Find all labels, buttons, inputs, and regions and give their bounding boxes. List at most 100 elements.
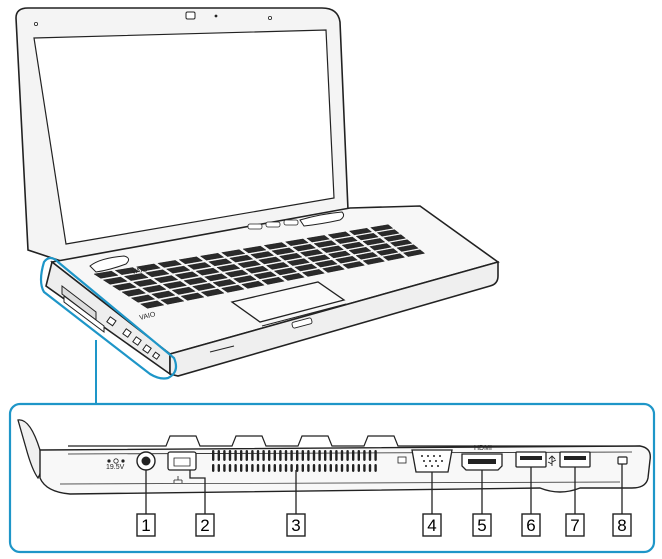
vent-slat [312,464,316,472]
vent-slat [217,464,220,472]
vent-slat [296,450,299,461]
keyboard-key [341,241,365,250]
keyboard-key [232,275,257,283]
laptop-screen [33,29,335,245]
webcam-light [214,14,218,18]
keyboard-key [327,231,351,239]
keyboard-key [121,288,147,297]
vent-slat [240,450,243,461]
keyboard-key [301,269,325,277]
keyboard-key [224,269,249,278]
vent-slat [329,450,332,461]
callout-box-4 [422,513,442,537]
keyboard-key [314,259,338,268]
keyboard-key [294,263,318,272]
vent-slat [212,464,215,472]
speaker-left [89,255,130,273]
keyboard-key [151,290,176,299]
keyboard-key [132,279,158,287]
keyboard-key [307,254,331,262]
keyboard-key [166,265,191,274]
vent-slat [284,464,288,472]
vent-slat [368,450,372,461]
vent-slat [256,450,260,461]
vent-slat [284,450,288,461]
vent-slat [329,464,332,472]
keyboard-key [140,300,165,309]
keyboard-key [200,288,225,297]
keyboard-key [245,265,269,274]
keyboard-key [178,256,204,265]
vent-slat [234,450,237,461]
keyboard-key [261,276,285,285]
keyboard-key [299,249,324,257]
vent-slat [301,464,304,472]
keyboard-key [229,254,254,263]
monitor-icon [397,456,407,464]
vent-slat [217,450,220,461]
vent-slat [234,464,237,472]
keyboard-key [313,240,337,248]
laptop-illustration: VAIO VAIO [15,7,500,404]
vent-slat [374,450,377,461]
keyboard-key [160,296,185,305]
keyboard-key [327,250,351,259]
vent-slat [318,464,321,472]
mic-dot [34,21,39,26]
keyboard-key [286,258,310,266]
keyboard-key [375,248,399,256]
vent-slat [357,450,360,461]
keyboard-key [383,234,406,242]
callout-box-6 [521,513,541,537]
vent-slat [273,464,276,472]
vent-slat [374,464,377,472]
vent-slat [268,450,271,461]
keyboard-key [253,271,277,280]
vent-slat [262,450,265,461]
vent-slat [273,450,276,461]
keyboard-key [322,265,345,273]
vent-slat [324,464,327,472]
callout-box-3 [286,513,306,537]
callout-box-7 [565,513,585,537]
keyboard-key [335,256,358,264]
vent-slat [262,464,265,472]
side-highlight [39,256,178,380]
keyboard-key [273,267,298,276]
keyboard-key [208,258,233,267]
callout-number-6: 6 [526,516,535,535]
keyboard-key [292,244,316,252]
vent-slat [251,450,254,461]
keyboard-key [93,270,119,279]
callout-number-8: 8 [617,516,626,535]
callout-number-2: 2 [200,516,209,535]
keyboard-key [348,228,373,236]
keyboard-key [258,256,282,265]
callout-number-4: 4 [427,516,436,535]
keyboard [93,224,426,309]
callout-number-1: 1 [141,516,150,535]
vent-slat [212,450,215,461]
keyboard-key [241,280,265,289]
keyboard-key [402,249,426,257]
keyboard-key [162,281,188,289]
keyboard-key [271,247,296,255]
vent-slat [324,450,327,461]
vent-slat [228,450,232,461]
callout-number-5: 5 [477,516,486,535]
hdmi-label: HDMI [474,445,492,452]
keyboard-key [279,253,303,261]
vent-slat [307,450,310,461]
keyboard-key [142,284,167,293]
vent-slat [335,450,338,461]
keyboard-key [130,294,156,303]
lan-icon [173,476,183,483]
touchpad-buttons [261,303,347,327]
keyboard-key [123,273,149,281]
keyboard-key [144,269,170,278]
keyboard-key [102,276,128,285]
vent-slat [256,464,260,472]
callout-number-7: 7 [570,516,579,535]
